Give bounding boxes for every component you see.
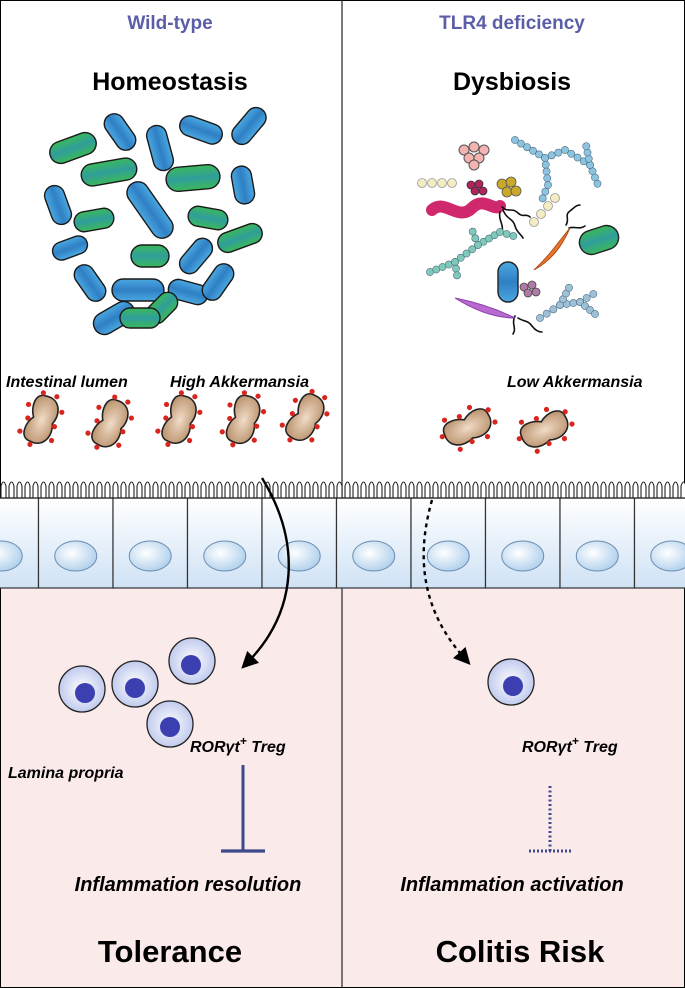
akkermansia-icon [516,406,575,454]
rod-bacterium-icon [130,244,170,268]
cocci-cluster-purple-icon [519,280,541,298]
akkermansia-icon [439,404,498,452]
cell-nucleus [128,540,172,572]
inhibition-symbol [221,765,265,853]
cell-nucleus [54,540,98,572]
weak-inhibition-symbol [529,786,572,853]
cell-nucleus [203,540,247,572]
lamina-propria-label: Lamina propria [8,765,124,782]
rod-bacterium-icon [73,264,107,302]
rod-bacterium-icon [111,278,165,302]
right-panel-header: TLR4 deficiency [439,13,585,34]
reduced-uptake-arrow [422,499,471,665]
akkermansia-icon [219,390,267,448]
rod-bacterium-icon [80,157,138,187]
fusiform-bacterium-purple-icon [454,297,516,319]
rod-bacterium-icon [217,222,263,254]
left-outcome-label: Inflammation resolution [75,874,302,896]
rod-bacterium-icon [178,237,214,275]
treg-cell-icon [168,637,216,685]
uptake-arrow [241,477,290,669]
rod-bacterium-icon [49,131,97,165]
rod-bacterium-icon [126,181,174,239]
rod-bacterium-icon [497,261,519,303]
treg-cells-left [58,637,216,748]
high-akkermansia-label: High Akkermansia [170,374,309,391]
rod-bacterium-icon [43,184,73,226]
commensal-microbiota-cluster [43,106,267,336]
cell-nucleus [0,540,23,572]
lumen-label: Intestinal lumen [6,374,128,391]
rod-bacterium-icon [187,205,229,231]
right-treg-label: RORγt+ Treg [522,734,618,756]
akkermansia-group [17,388,575,454]
right-footer: Colitis Risk [436,934,606,969]
right-state-title: Dysbiosis [453,68,571,96]
cocci-cluster-magenta-icon [466,179,488,196]
low-akkermansia-label: Low Akkermansia [507,374,643,391]
cell-nucleus [650,540,685,572]
right-outcome-label: Inflammation activation [400,874,623,896]
dysbiotic-microbiota-cluster [417,136,620,335]
treg-cell-icon [111,660,159,708]
fusiform-bacterium-icon [533,227,571,271]
rod-bacterium-icon [179,115,223,145]
rod-bacterium-icon [51,235,89,261]
left-treg-label: RORγt+ Treg [190,734,286,756]
rod-bacterium-icon [231,106,267,146]
cell-nucleus [575,540,619,572]
cell-nucleus [501,540,545,572]
spirochete-icon [426,197,506,219]
cocci-cluster-pink-icon [458,141,490,171]
rod-bacterium-icon [145,124,175,172]
treg-cell-icon [58,665,106,713]
akkermansia-icon [85,394,135,450]
cocci-cluster-yellow-icon [496,176,522,198]
treg-cell-icon [146,700,194,748]
rod-bacterium-icon [165,163,221,193]
akkermansia-icon [155,390,203,447]
rod-bacterium-icon [103,113,137,151]
epithelial-layer [0,481,685,589]
left-panel-header: Wild-type [127,13,212,34]
rod-bacterium-icon [73,207,115,233]
left-state-title: Homeostasis [92,68,248,96]
akkermansia-icon [279,388,330,443]
cell-nucleus [277,540,321,572]
cell-nucleus [426,540,470,572]
left-footer: Tolerance [98,934,242,969]
rod-bacterium-icon [230,165,256,205]
rod-bacterium-icon [578,224,620,256]
cell-nucleus [352,540,396,572]
treg-cell-icon [487,658,535,706]
filamentous-bacteria-icon [426,136,602,322]
rod-bacterium-icon [201,263,235,301]
rod-bacterium-icon [119,307,161,329]
streptococci-chain-icon [417,178,560,227]
akkermansia-icon [17,390,65,447]
